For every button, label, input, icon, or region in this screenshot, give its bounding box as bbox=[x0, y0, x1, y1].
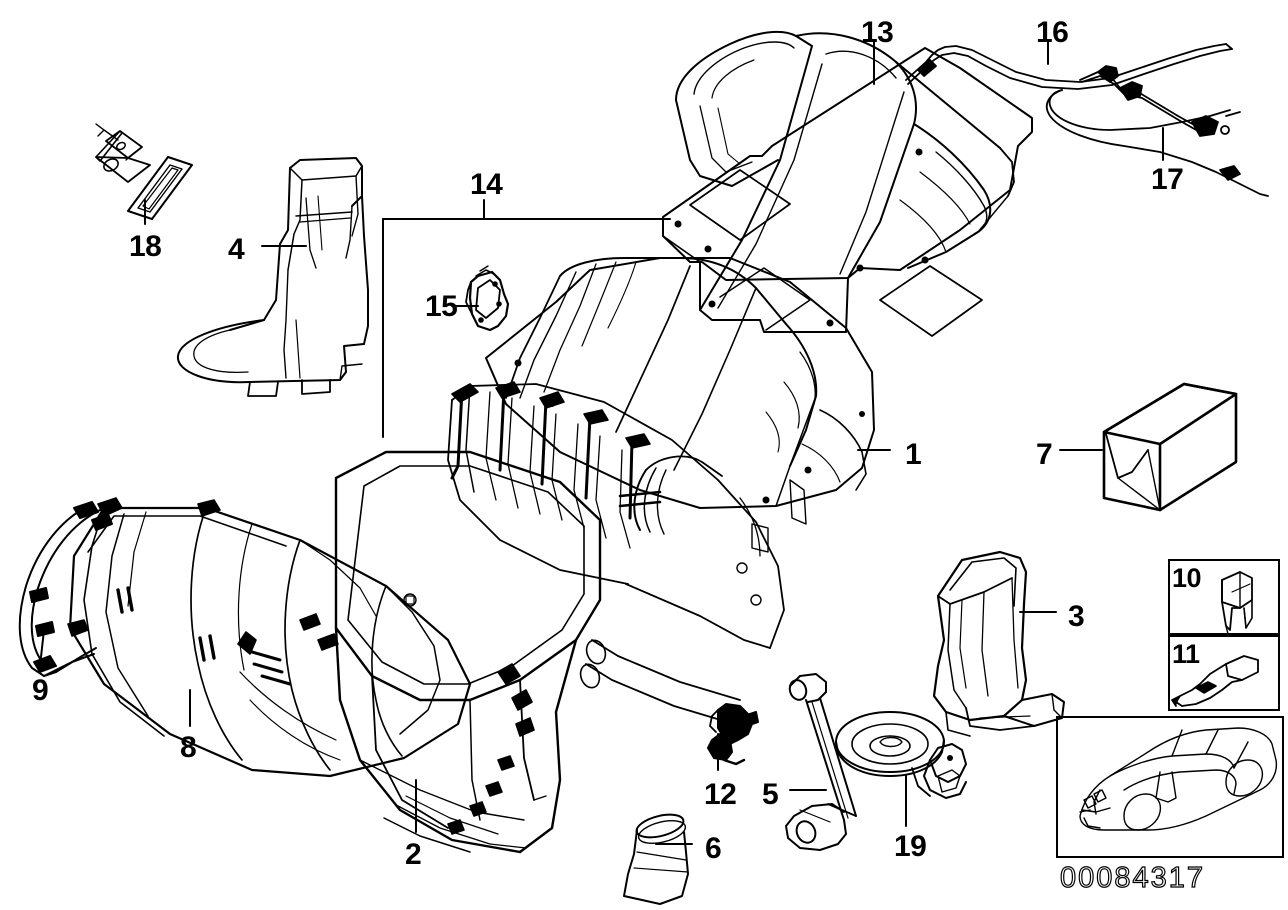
part-1-main-housing bbox=[447, 257, 875, 649]
part-16-cable-upper bbox=[905, 43, 1233, 90]
part-15-actuator-plate bbox=[465, 265, 510, 332]
callout-5: 5 bbox=[762, 778, 779, 811]
callout-6: 6 bbox=[705, 832, 722, 865]
callout-3: 3 bbox=[1068, 600, 1085, 633]
callout-9: 9 bbox=[32, 674, 49, 707]
part-4-left-duct bbox=[176, 157, 369, 397]
inset-vehicle-illustration bbox=[1056, 716, 1284, 858]
callout-14-leader bbox=[382, 199, 671, 438]
callout-10: 10 bbox=[1172, 563, 1202, 593]
part-13-upper-cover bbox=[662, 30, 1033, 337]
callout-12: 12 bbox=[704, 778, 737, 811]
callout-7: 7 bbox=[1036, 438, 1053, 471]
part-9-seal-ring bbox=[18, 501, 113, 677]
part-12-bracket bbox=[707, 703, 759, 766]
callout-13: 13 bbox=[861, 16, 894, 49]
callout-leader-lines bbox=[39, 39, 1164, 845]
part-3-right-duct bbox=[932, 550, 1065, 737]
callout-18: 18 bbox=[129, 230, 162, 263]
part-17-cable-lower bbox=[1045, 65, 1269, 197]
inset-detail-10 bbox=[1168, 559, 1280, 635]
callout-2: 2 bbox=[405, 838, 422, 871]
inset-10-clip-drawing bbox=[1221, 571, 1253, 635]
part-7-foam-block bbox=[1102, 382, 1238, 512]
part-5-linkage-rod bbox=[785, 673, 857, 851]
part-2-lower-frame bbox=[334, 450, 741, 854]
inset-11-lever-drawing bbox=[1171, 655, 1259, 707]
part-19-blower-wheel bbox=[835, 711, 967, 799]
callout-19: 19 bbox=[894, 830, 927, 863]
callout-11: 11 bbox=[1172, 639, 1200, 669]
callout-4: 4 bbox=[228, 233, 245, 266]
callout-1: 1 bbox=[905, 438, 922, 471]
callout-17: 17 bbox=[1151, 163, 1184, 196]
callout-8: 8 bbox=[180, 731, 197, 764]
inset-detail-11 bbox=[1168, 635, 1280, 711]
part-6-elbow-hose bbox=[623, 813, 689, 905]
diagram-part-number: 00084317 bbox=[1059, 861, 1206, 894]
vehicle-illustration-drawing bbox=[1079, 727, 1278, 831]
part-8-blower-unit bbox=[67, 497, 472, 778]
callout-16: 16 bbox=[1036, 16, 1069, 49]
callout-15: 15 bbox=[425, 290, 458, 323]
callout-14: 14 bbox=[470, 168, 503, 201]
part-18-sensor bbox=[95, 123, 193, 220]
